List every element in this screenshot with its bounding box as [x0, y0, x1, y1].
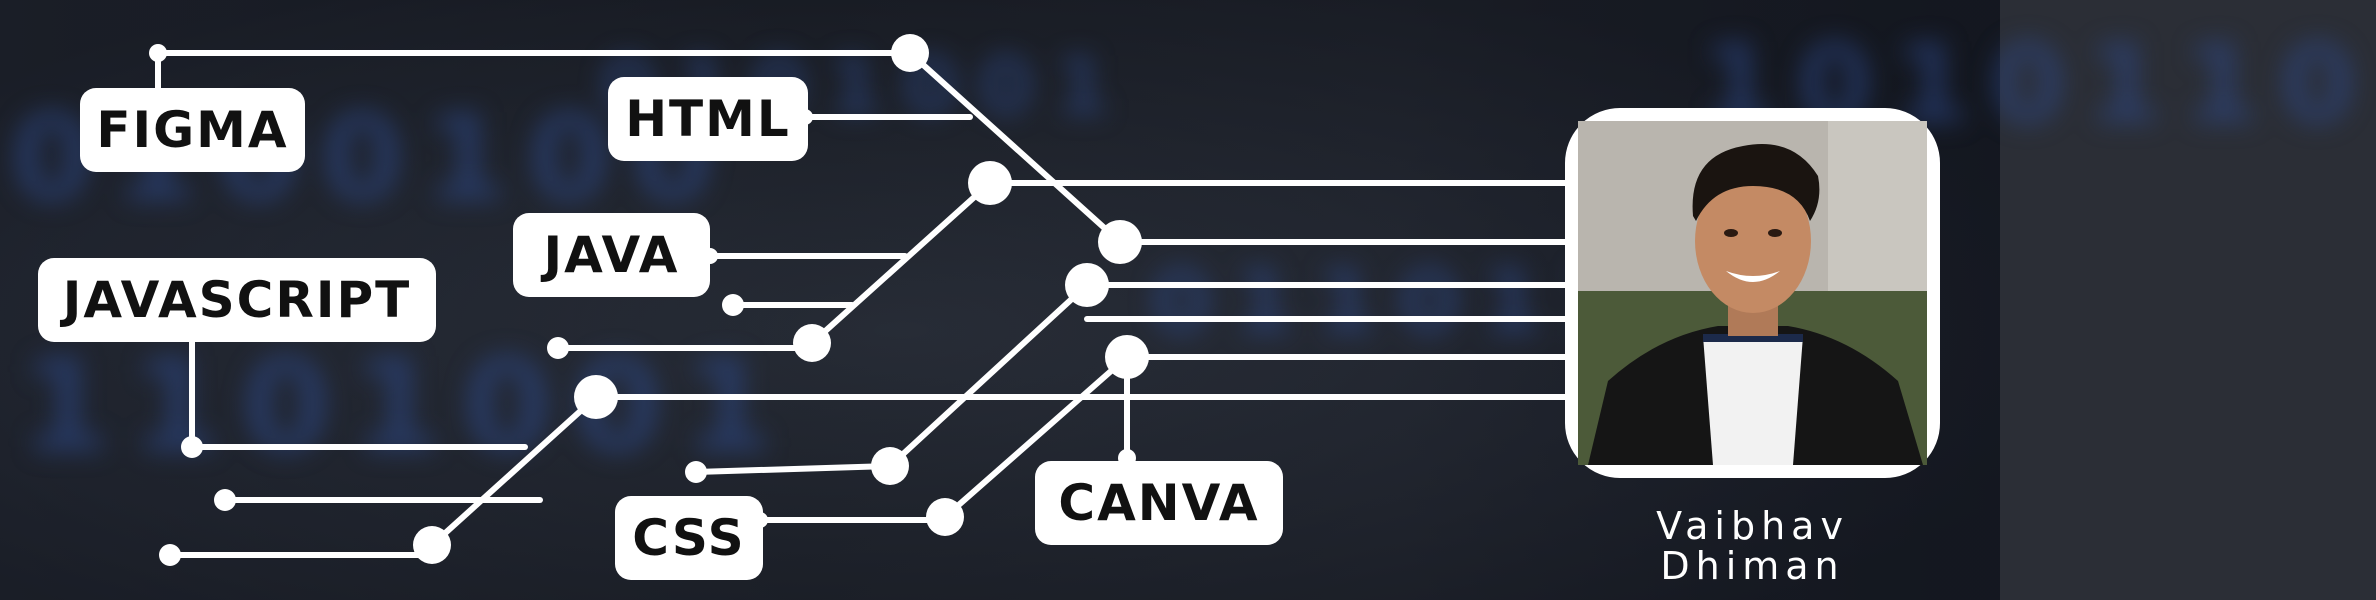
circuit-trace [429, 394, 599, 548]
photo-eye [1724, 229, 1738, 237]
profile-last-name: Dhiman [1660, 544, 1845, 588]
skill-tag-label: JAVA [543, 226, 680, 284]
circuit-node [968, 161, 1012, 205]
skill-tag-label: CANVA [1058, 474, 1260, 532]
profile-first-name: Vaibhav [1656, 504, 1849, 548]
circuit-dot [547, 337, 569, 359]
skill-tag-html: HTML [608, 77, 808, 161]
circuit-trace [809, 180, 993, 346]
skill-tag-figma: FIGMA [80, 88, 305, 172]
circuit-trace [887, 282, 1090, 469]
profile-photo-frame [1565, 108, 1940, 478]
circuit-dot [214, 489, 236, 511]
circuit-trace [942, 354, 1130, 520]
skill-tag-canva: CANVA [1035, 461, 1283, 545]
circuit-node [793, 324, 831, 362]
skill-tag-java: JAVA [513, 213, 710, 297]
circuit-dot [685, 461, 707, 483]
circuit-trace [907, 50, 1123, 245]
skill-tag-label: CSS [632, 509, 746, 567]
skill-tag-label: FIGMA [96, 101, 289, 159]
circuit-node [891, 34, 929, 72]
skill-tag-css: CSS [615, 496, 763, 580]
circuit-node [574, 375, 618, 419]
circuit-node [871, 447, 909, 485]
circuit-trace [693, 463, 893, 475]
circuit-dot [159, 544, 181, 566]
skill-tag-javascript: JAVASCRIPT [38, 258, 436, 342]
circuit-node [1105, 335, 1149, 379]
skill-tag-label: JAVASCRIPT [62, 271, 412, 329]
circuit-dot [181, 436, 203, 458]
circuit-dot [722, 294, 744, 316]
skill-tag-label: HTML [625, 90, 791, 148]
profile-photo [1578, 121, 1927, 465]
circuit-dot [149, 44, 167, 62]
binary-row: 1101001 [20, 330, 794, 482]
circuit-node [1065, 263, 1109, 307]
circuit-node [926, 498, 964, 536]
photo-face [1695, 169, 1811, 313]
circuit-node [413, 526, 451, 564]
photo-eye [1768, 229, 1782, 237]
photo-pillar [1828, 121, 1927, 321]
portrait-illustration [1578, 121, 1927, 465]
photo-collar [1703, 334, 1803, 342]
photo-smile [1726, 271, 1780, 282]
circuit-lines [149, 34, 1568, 566]
photo-hair [1692, 144, 1820, 221]
circuit-node [1098, 220, 1142, 264]
photo-shirt [1703, 336, 1803, 465]
